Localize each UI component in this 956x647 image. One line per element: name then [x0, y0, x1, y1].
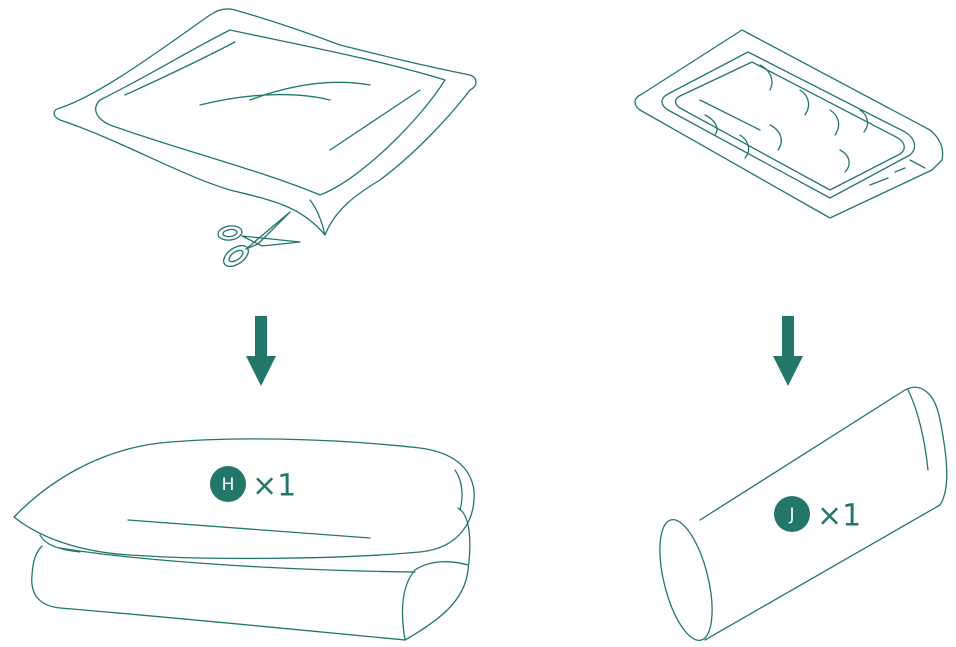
arrow-down-icon [246, 316, 276, 386]
sealed-pack-icon [635, 30, 943, 218]
pillow-label: H ×1 [210, 466, 296, 504]
badge-letter: H [222, 475, 235, 495]
vacuum-bag-icon [54, 9, 476, 235]
pillow-illustration [14, 439, 474, 640]
scissors-icon [217, 212, 300, 271]
quantity-label: ×1 [252, 469, 296, 504]
badge-letter: J [788, 505, 794, 525]
bolster-label: J ×1 [774, 496, 861, 534]
quantity-label: ×1 [817, 499, 861, 534]
arrow-down-icon [773, 316, 803, 386]
